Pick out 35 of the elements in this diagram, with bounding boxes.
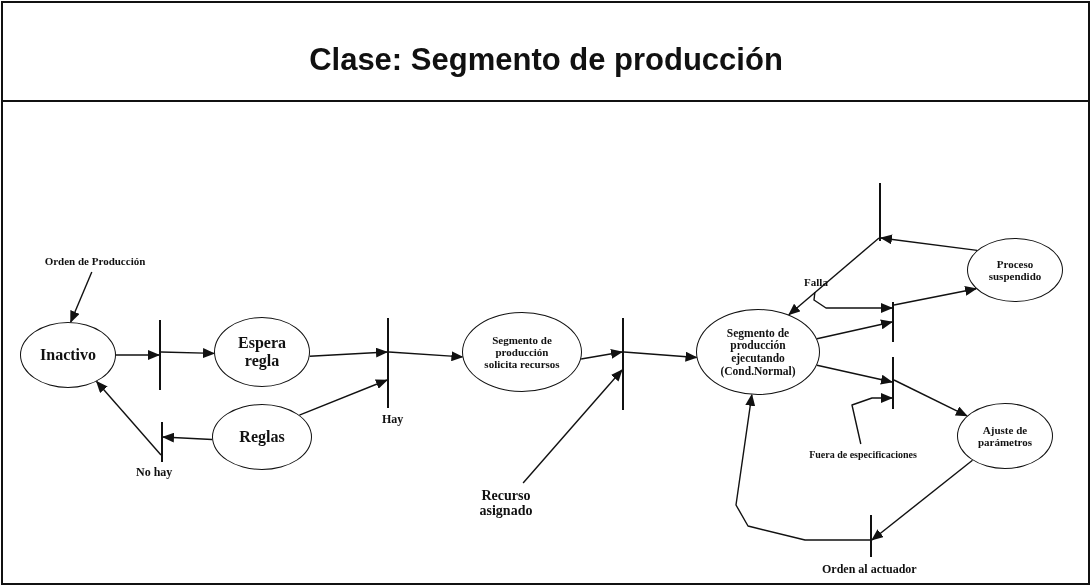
event-label: Falla <box>798 274 834 290</box>
arrow <box>623 351 698 362</box>
arrow <box>115 350 160 360</box>
arrow <box>735 393 871 541</box>
place-ellipse: Ajuste de parámetros <box>957 403 1053 469</box>
event-label: Orden de Producción <box>18 252 172 270</box>
arrow <box>522 369 623 484</box>
diagram-title: Clase: Segmento de producción <box>308 42 784 78</box>
place-ellipse: Inactivo <box>20 322 116 388</box>
arrow <box>871 459 974 541</box>
arrow <box>893 379 968 417</box>
transition-label: No hay <box>136 465 173 480</box>
arrow <box>893 285 978 306</box>
event-label: Recurso asignado <box>466 485 546 521</box>
arrow <box>851 393 893 445</box>
place-ellipse: Segmento de producción solicita recursos <box>462 312 582 392</box>
event-label: Fuera de especificaciones <box>784 446 942 462</box>
arrow <box>95 380 162 456</box>
arrow <box>309 347 388 358</box>
transition-label: Hay <box>382 412 404 427</box>
arrow <box>816 364 893 385</box>
arrow <box>816 319 893 340</box>
place-ellipse: Proceso suspendido <box>967 238 1063 302</box>
arrow <box>298 379 388 416</box>
arrow <box>788 237 880 316</box>
arrow <box>160 348 215 359</box>
arrow <box>580 348 623 360</box>
arrow <box>70 271 93 323</box>
place-ellipse: Espera regla <box>214 317 310 387</box>
transition-label: Orden al actuador <box>822 562 917 577</box>
arrow <box>162 432 213 443</box>
arrow <box>388 351 464 362</box>
place-ellipse: Segmento de producción ejecutando (Cond.Normal) <box>696 309 820 395</box>
arrow <box>813 291 893 313</box>
place-ellipse: Reglas <box>212 404 312 470</box>
